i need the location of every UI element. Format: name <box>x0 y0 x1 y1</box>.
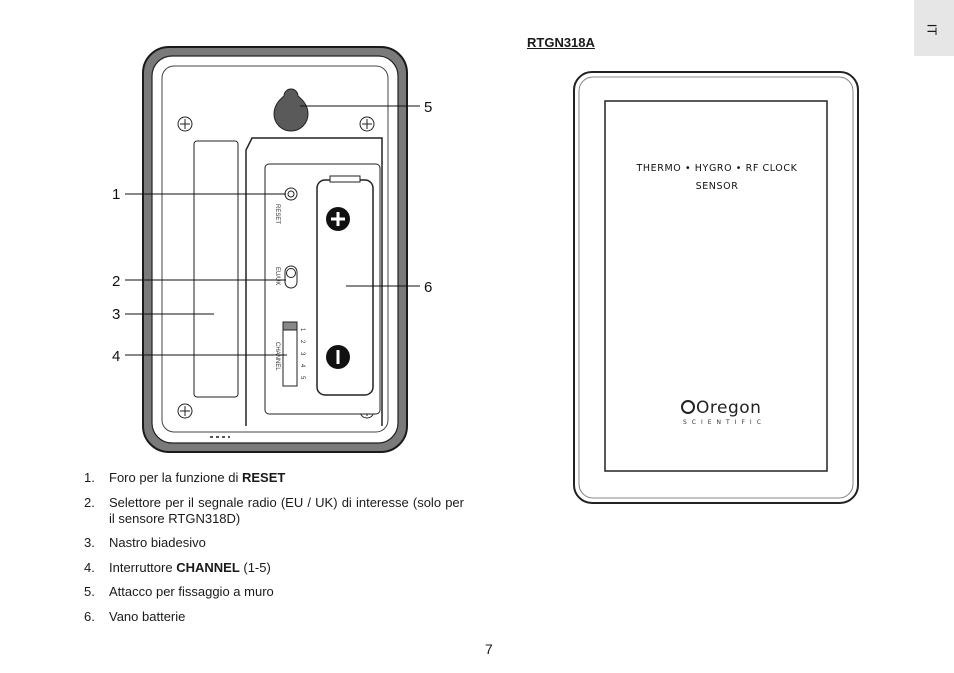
channel-number: 1 <box>299 328 305 332</box>
list-item: 5.Attacco per fissaggio a muro <box>84 584 274 599</box>
channel-number: 3 <box>299 352 305 356</box>
oregon-logo: Oregon SCIENTIFIC <box>681 398 766 426</box>
callout-4: 4 <box>112 348 120 365</box>
front-label-line2: SENSOR <box>696 181 739 192</box>
wall-mount-hole <box>273 88 309 132</box>
plus-icon <box>326 207 350 231</box>
callout-3: 3 <box>112 306 120 323</box>
channel-number: 2 <box>299 340 305 344</box>
eu-uk-label: EU/UK <box>274 267 280 285</box>
screw-icon <box>177 403 193 419</box>
list-item: 2.Selettore per il segnale radio (EU / U… <box>84 494 464 526</box>
screw-icon <box>359 116 375 132</box>
model-title: RTGN318A <box>527 35 595 50</box>
parts-legend: 1.Foro per la funzione di RESET 2.Selett… <box>84 470 464 633</box>
channel-number: 4 <box>299 364 305 368</box>
list-item: 3.Nastro biadesivo <box>84 535 206 550</box>
callout-1: 1 <box>112 186 120 203</box>
page-number: 7 <box>485 641 493 657</box>
reset-label: RESET <box>274 204 280 224</box>
screw-icon <box>177 116 193 132</box>
channel-number: 5 <box>299 376 305 380</box>
language-tab: IT <box>914 0 954 56</box>
callout-6: 6 <box>424 279 432 296</box>
callout-5: 5 <box>424 99 432 116</box>
list-item: 1.Foro per la funzione di RESET <box>84 470 286 485</box>
channel-label: CHANNEL <box>274 342 280 371</box>
brand-sub: SCIENTIFIC <box>683 419 766 426</box>
front-label-line1: THERMO • HYGRO • RF CLOCK <box>636 163 798 174</box>
sensor-front-figure: THERMO • HYGRO • RF CLOCK SENSOR Oregon … <box>573 71 859 504</box>
minus-icon <box>326 345 350 369</box>
list-item: 4.Interruttore CHANNEL (1-5) <box>84 559 271 575</box>
brand-name: Oregon <box>696 398 761 418</box>
adhesive-tape <box>193 140 239 398</box>
list-item: 6.Vano batterie <box>84 608 186 624</box>
sensor-back-figure: RESET EU/UK CHANNEL 5 4 3 2 1 <box>112 46 432 453</box>
callout-2: 2 <box>112 273 120 290</box>
